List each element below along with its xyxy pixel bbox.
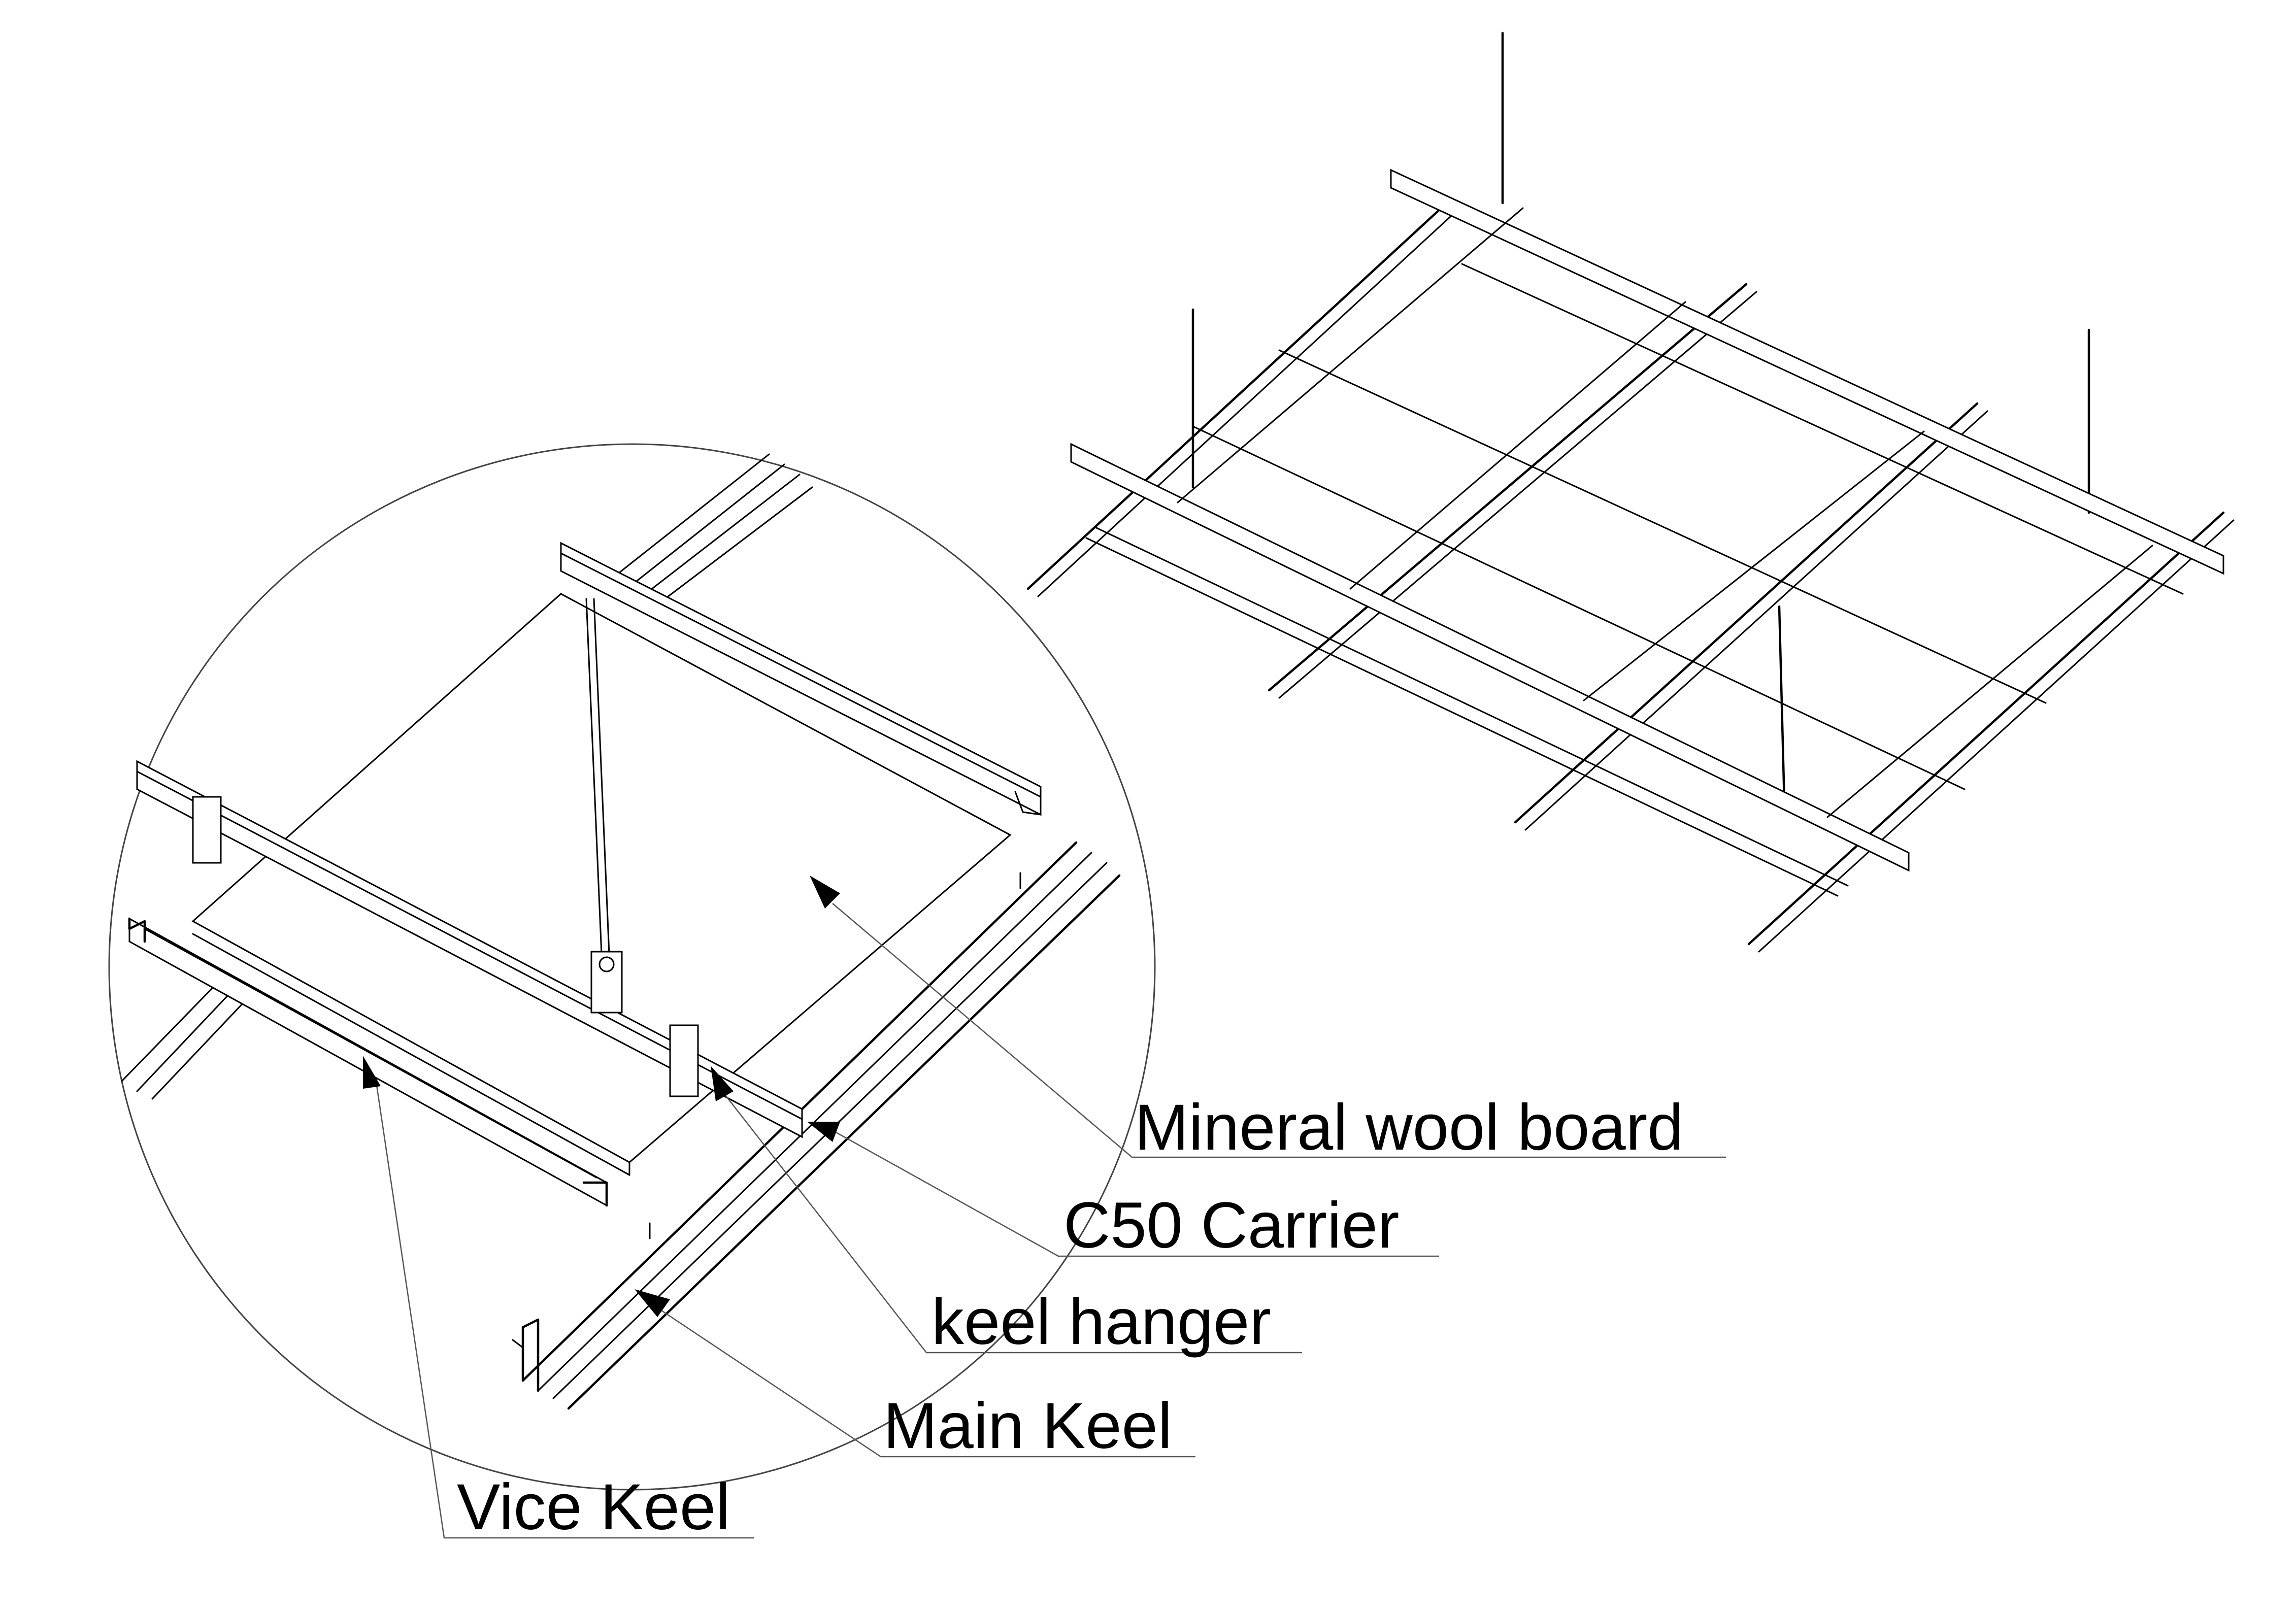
detail-circle	[108, 443, 1156, 1491]
keel-hanger-clips	[192, 796, 699, 1097]
label-c50-carrier: C50 Carrier	[1063, 1189, 1400, 1262]
isometric-ceiling-grid	[1026, 31, 2235, 953]
grid-main-keels	[1026, 201, 2235, 953]
arrowhead-vice-keel	[363, 1056, 381, 1089]
hanger-rod	[585, 598, 610, 955]
arrowhead-c50	[807, 1122, 840, 1142]
label-keel-hanger: keel hanger	[931, 1286, 1271, 1358]
arrowhead-main-keel	[635, 1289, 670, 1317]
lower-left-keel	[121, 986, 245, 1100]
detail-view	[108, 443, 1156, 1491]
grid-carriers	[1070, 169, 2224, 897]
arrowhead-mineral-wool	[810, 876, 840, 909]
arrowhead-keel-hanger	[711, 1066, 734, 1101]
vice-keel-bar	[128, 917, 608, 1207]
background-main-keel	[611, 453, 813, 608]
grid-cross-tees	[1177, 207, 2184, 818]
label-vice-keel: Vice Keel	[457, 1471, 730, 1543]
callout-leaders	[363, 876, 1726, 1539]
label-main-keel: Main Keel	[883, 1390, 1172, 1462]
upper-carrier-bar	[560, 542, 1042, 816]
callout-labels: Mineral wool board C50 Carrier keel hang…	[457, 1091, 1683, 1543]
label-mineral-wool-board: Mineral wool board	[1135, 1091, 1683, 1164]
